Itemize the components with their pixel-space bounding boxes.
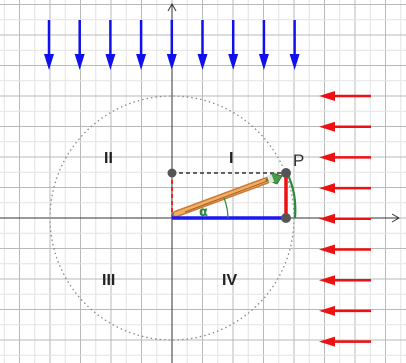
point-origin-projection [167,168,177,178]
quadrant-iv-label: IV [222,272,237,289]
point-p [281,168,291,178]
unit-circle [49,95,295,341]
arrow-down-icon [258,20,269,70]
arrow-left-icon [319,121,371,132]
arrow-left-icon [319,244,371,255]
arrow-down-icon [136,20,147,70]
arrow-left-icon [319,275,371,286]
arrow-left-icon [319,152,371,163]
quadrant-iii-label: III [102,272,115,289]
top-arrows [44,20,300,70]
arrow-down-icon [289,20,300,70]
arrow-left-icon [319,336,371,347]
point-p-label: P [293,151,304,170]
arrow-left-icon [319,305,371,316]
arrow-down-icon [228,20,239,70]
arrow-left-icon [319,213,371,224]
quadrant-i-label: I [229,150,233,167]
arrow-down-icon [105,20,116,70]
arrow-down-icon [166,20,177,70]
point-x-projection [281,213,291,223]
arrow-down-icon [44,20,54,70]
arrow-down-icon [197,20,208,70]
quadrant-ii-label: II [104,150,113,167]
angle-label: α [199,205,208,220]
arrow-down-icon [74,20,85,70]
right-arrows [319,91,371,347]
pencil-icon [172,172,283,218]
arrow-left-icon [319,91,371,101]
arrow-left-icon [319,183,371,194]
angle-arc [223,197,229,219]
